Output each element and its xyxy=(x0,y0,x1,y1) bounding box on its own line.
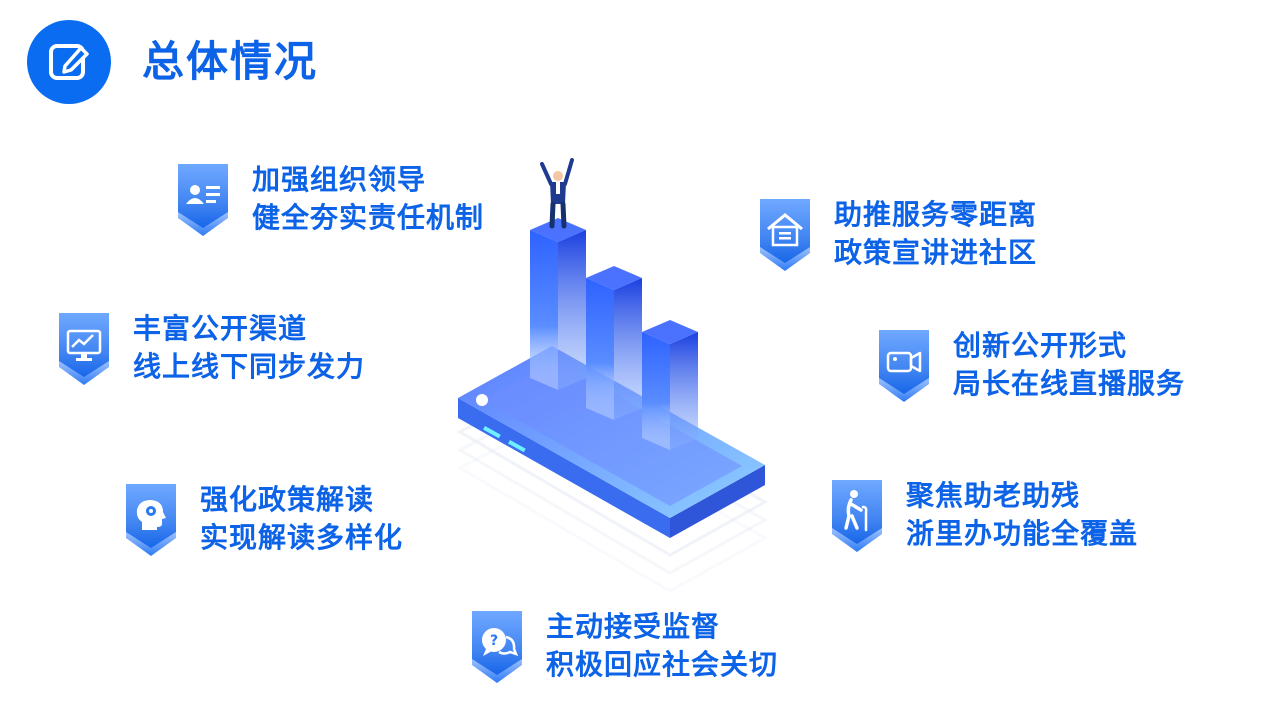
monitor-chart-icon xyxy=(66,329,102,361)
item-organization: 加强组织领导 健全夯实责任机制 xyxy=(176,160,484,238)
video-camera-icon xyxy=(886,351,922,373)
item-channels: 丰富公开渠道 线上线下同步发力 xyxy=(57,309,365,387)
item-service: 助推服务零距离 政策宣讲进社区 xyxy=(758,195,1037,273)
home-document-icon xyxy=(767,213,803,247)
item-line2: 线上线下同步发力 xyxy=(133,350,366,383)
item-line2: 局长在线直播服务 xyxy=(953,367,1186,400)
shield-badge xyxy=(877,326,931,404)
celebrating-person xyxy=(540,158,574,229)
item-supervision: ? 主动接受监督 积极回应社会关切 xyxy=(470,607,778,685)
item-line1: 丰富公开渠道 xyxy=(133,312,308,345)
svg-text:?: ? xyxy=(490,633,498,649)
shield-badge: ? xyxy=(470,607,524,685)
item-line1: 主动接受监督 xyxy=(546,610,721,643)
item-elderly: 聚焦助老助残 浙里办功能全覆盖 xyxy=(830,476,1138,554)
item-line2: 政策宣讲进社区 xyxy=(834,236,1038,269)
item-line2: 实现解读多样化 xyxy=(200,521,404,554)
item-line1: 聚焦助老助残 xyxy=(906,479,1081,512)
shield-badge xyxy=(758,195,812,273)
item-line1: 强化政策解读 xyxy=(200,483,375,516)
item-line1: 创新公开形式 xyxy=(953,329,1128,362)
shield-badge xyxy=(124,480,178,558)
head-gear-icon xyxy=(136,500,166,530)
item-line2: 积极回应社会关切 xyxy=(546,648,779,681)
shield-badge xyxy=(57,309,111,387)
isometric-illustration xyxy=(456,158,769,593)
item-line2: 健全夯实责任机制 xyxy=(252,201,485,234)
elderly-person-icon xyxy=(844,490,868,532)
page-title: 总体情况 xyxy=(142,37,319,86)
shield-badge xyxy=(830,476,884,554)
item-line2: 浙里办功能全覆盖 xyxy=(906,517,1139,550)
item-interpretation: 强化政策解读 实现解读多样化 xyxy=(124,480,403,558)
title-badge xyxy=(27,20,111,104)
shield-badge xyxy=(176,160,230,238)
item-line1: 助推服务零距离 xyxy=(834,198,1038,231)
id-card-icon xyxy=(186,185,220,204)
phone-device xyxy=(458,346,765,538)
bar-columns xyxy=(530,218,698,450)
item-line1: 加强组织领导 xyxy=(252,163,427,196)
item-live-stream: 创新公开形式 局长在线直播服务 xyxy=(877,326,1185,404)
question-chat-icon: ? xyxy=(482,628,519,657)
edit-icon xyxy=(49,44,89,80)
